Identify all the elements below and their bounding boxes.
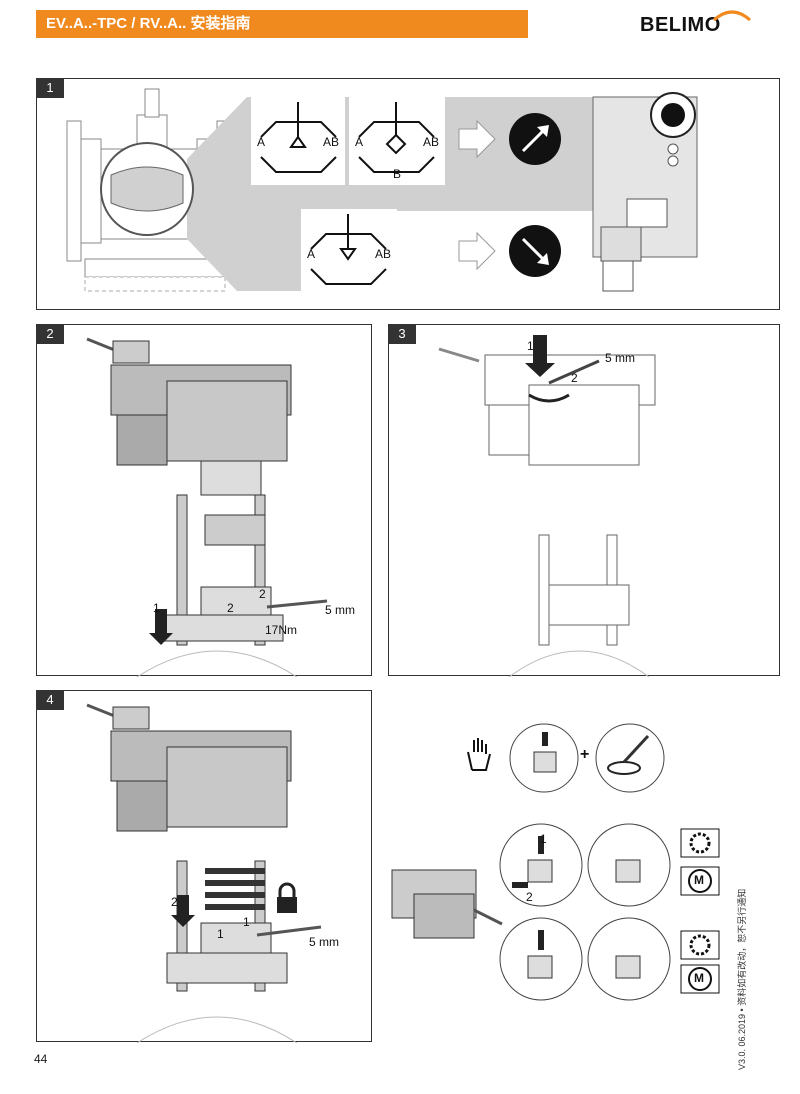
- gear-icon: [680, 828, 720, 858]
- step-2-number: 2: [36, 324, 64, 344]
- override-detail-3: [499, 823, 583, 907]
- step-4-marker-1b: 1: [243, 915, 250, 929]
- step-4-marker-2: 2: [171, 895, 178, 909]
- manual-marker-2: 2: [526, 890, 533, 904]
- valve-b-label-b: B: [393, 167, 402, 181]
- step-3-tool-size: 5 mm: [605, 351, 635, 365]
- step-2-marker-2b: 2: [259, 587, 266, 601]
- brand-name: BELIMO: [640, 14, 721, 36]
- hand-icon: [467, 738, 491, 771]
- step-2-torque: 17Nm: [265, 623, 298, 637]
- logo-mark-icon: [713, 10, 751, 22]
- actuator-illustration: [86, 337, 328, 677]
- header-title: EV..A..-TPC / RV..A.. 安装指南: [36, 10, 528, 38]
- version-note: V3.0. 06.2019 • 资料如有改动，恕不另行通知: [737, 888, 747, 1070]
- valve-symbol-a-ab-bottom: [310, 214, 387, 285]
- page-number: 44: [34, 1052, 48, 1066]
- step-3-marker-2: 2: [571, 371, 578, 385]
- manual-marker-1: 1: [540, 832, 547, 846]
- valve-symbol-a-ab-b: [358, 102, 435, 173]
- actuator-outline-illustration: [438, 335, 656, 677]
- valve-c-label-a: A: [307, 247, 316, 261]
- step-2-tool-size: 5 mm: [325, 603, 355, 617]
- valve-b-label-ab: AB: [423, 135, 440, 149]
- gear-icon: [680, 930, 720, 960]
- motor-label: M: [694, 971, 704, 985]
- step-4-marker-1a: 1: [217, 927, 224, 941]
- step-3-marker-1: 1: [527, 339, 534, 353]
- plus-sign: +: [580, 746, 590, 763]
- step-2-marker-2a: 2: [227, 601, 234, 615]
- motor-icon: [680, 866, 720, 896]
- override-detail-1: [509, 723, 579, 793]
- override-detail-5: [499, 917, 583, 1001]
- override-detail-2: [595, 723, 665, 793]
- valve-c-label-ab: AB: [375, 247, 392, 261]
- step-2-marker-1: 1: [153, 601, 160, 615]
- step-1-panel: 1 A AB: [36, 78, 780, 310]
- actuator-side-illustration: [391, 869, 503, 939]
- override-detail-6: [587, 917, 671, 1001]
- motor-label: M: [694, 873, 704, 887]
- step-4-tool-size: 5 mm: [309, 935, 339, 949]
- actuator-illustration: [86, 703, 322, 1043]
- valve-symbol-a-ab: [260, 102, 337, 173]
- valve-body-illustration: [66, 88, 698, 297]
- valve-a-label-ab: AB: [323, 135, 340, 149]
- step-4-number: 4: [36, 690, 64, 710]
- override-detail-4: [587, 823, 671, 907]
- belimo-logo: BELIMO: [640, 8, 760, 42]
- valve-b-label-a: A: [355, 135, 364, 149]
- step-3-number: 3: [388, 324, 416, 344]
- manual-override-section: + 1 2 M: [380, 720, 720, 1020]
- step-3-panel: 3 1 2 5 mm: [388, 324, 780, 677]
- step-2-panel: 2 1 2 2 5 mm 17Nm: [36, 324, 372, 677]
- arrow-right-icon: [458, 231, 496, 271]
- valve-a-label-a: A: [257, 135, 266, 149]
- step-1-number: 1: [36, 78, 64, 98]
- arrow-right-icon: [458, 119, 496, 159]
- motor-icon: [680, 964, 720, 994]
- step-4-panel: 4 2 1 1 5 mm: [36, 690, 372, 1043]
